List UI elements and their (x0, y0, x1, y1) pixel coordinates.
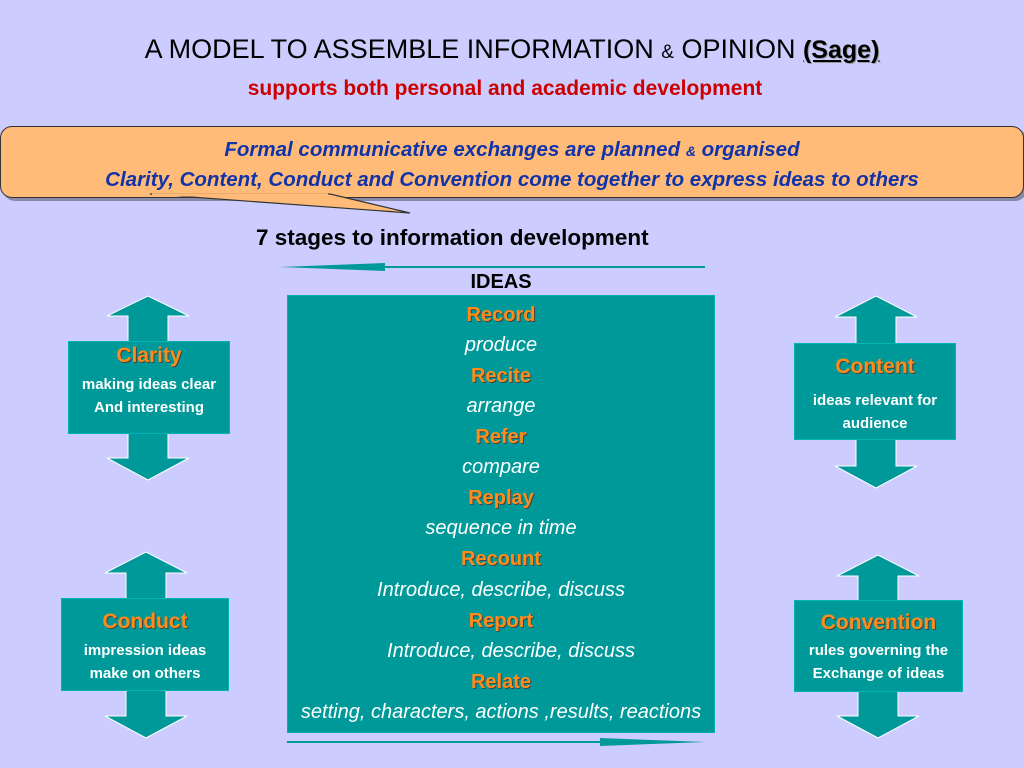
stages-box (287, 295, 715, 733)
stage-5-desc: Introduce, describe, discuss (377, 579, 625, 601)
stage-5-name: Recount (461, 548, 541, 570)
content-heading: Content (835, 355, 915, 378)
stage-2-desc: arrange (466, 395, 536, 417)
stage-1-name: Record (466, 304, 536, 326)
stages-heading: 7 stages to information development (256, 225, 649, 250)
content-desc-1: ideas relevant for (812, 392, 938, 409)
callout-box (0, 126, 1024, 198)
stage-4-desc: sequence in time (425, 517, 577, 539)
clarity-desc-1: making ideas clear (81, 376, 217, 393)
conduct-box (61, 598, 229, 691)
stage-6-desc: Introduce, describe, discuss (387, 640, 635, 662)
stage-1-desc: produce (464, 334, 538, 356)
callout-line-1a: Formal communicative exchanges are plann… (224, 138, 681, 161)
callout-line-1b: organised (701, 138, 800, 161)
clarity-heading: Clarity (116, 344, 182, 367)
bottom-right-arrow (287, 738, 705, 746)
convention-desc-2: Exchange of ideas (812, 665, 945, 682)
callout-ampersand: & (685, 143, 696, 159)
stage-3-name: Refer (475, 426, 527, 448)
conduct-heading: Conduct (102, 610, 188, 633)
stage-7-name: Relate (470, 671, 532, 693)
convention-heading: Convention (820, 611, 937, 634)
clarity-box (68, 341, 230, 434)
stage-4-name: Replay (468, 487, 534, 509)
stage-7-desc: setting, characters, actions ,results, r… (300, 701, 702, 723)
stage-6-name: Report (468, 610, 534, 632)
clarity-desc-2: And interesting (93, 399, 204, 416)
title-ampersand: & (661, 42, 674, 63)
slide-title: A MODEL TO ASSEMBLE INFORMATION & OPINIO… (0, 34, 1024, 65)
conduct-desc-2: make on others (89, 665, 201, 682)
title-sage: (Sage) (802, 36, 880, 64)
conduct-desc-1: impression ideas (83, 642, 207, 659)
callout-line-1: Formal communicative exchanges are plann… (0, 138, 1024, 162)
ideas-label: IDEAS (470, 271, 532, 293)
top-left-arrow (280, 263, 705, 271)
title-text-1: A MODEL TO ASSEMBLE INFORMATION (144, 34, 654, 64)
convention-box (794, 600, 963, 692)
content-desc-2: audience (842, 415, 908, 432)
slide-subtitle: supports both personal and academic deve… (247, 77, 763, 100)
title-text-2: OPINION (681, 34, 796, 64)
stage-3-desc: compare (462, 456, 540, 478)
convention-desc-1: rules governing the (808, 642, 949, 659)
callout-line-2: Clarity, Content, Conduct and Convention… (105, 168, 919, 191)
content-box (794, 343, 956, 440)
stage-2-name: Recite (470, 365, 532, 387)
